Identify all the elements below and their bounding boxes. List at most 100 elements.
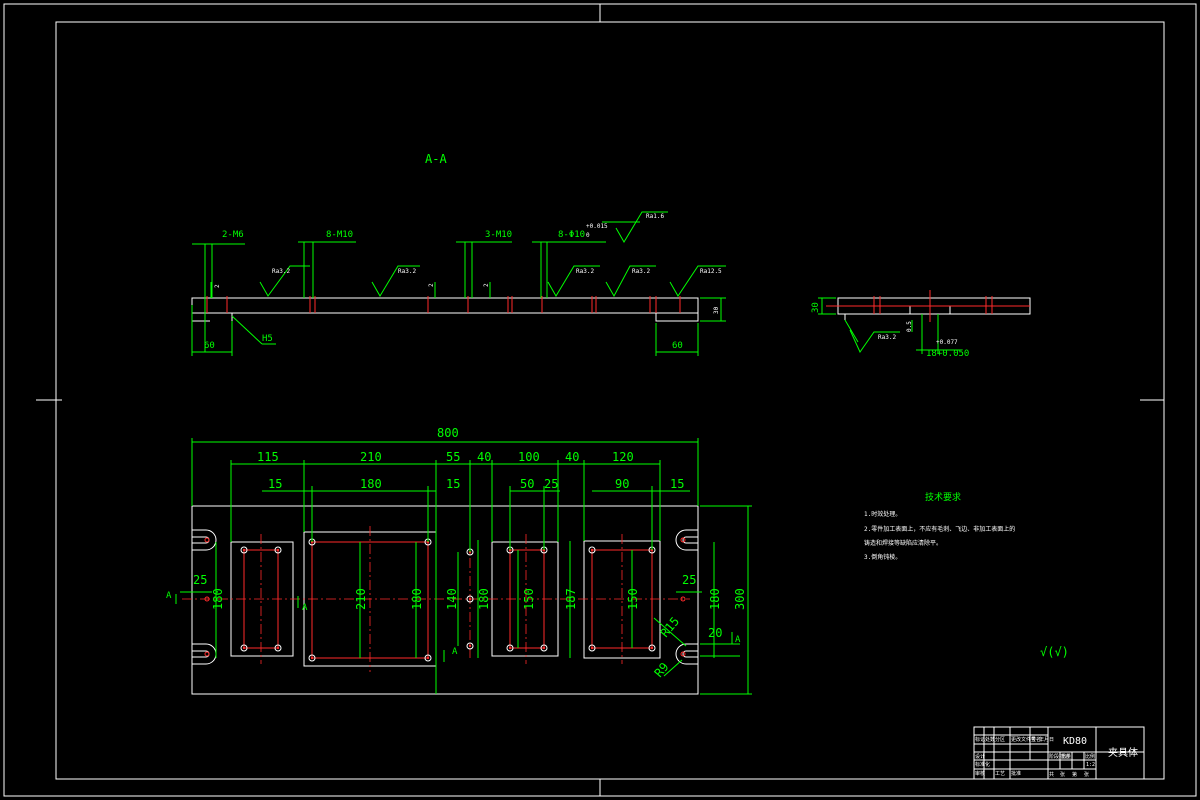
dim-top-4: 100	[518, 450, 540, 464]
plan-view	[182, 505, 699, 695]
technical-notes: 技术要求 1.时效处理。 2.零件加工表面上，不应有毛刺、飞边、非加工表面上的 …	[864, 491, 1015, 561]
hole-15	[588, 546, 596, 554]
dim-2m6: 2-M6	[222, 230, 244, 240]
ra-6: Ra12.5	[700, 268, 722, 275]
hole-6	[308, 654, 316, 662]
notes-title: 技术要求	[925, 491, 961, 503]
title-label-6: 设计	[975, 753, 985, 760]
dim-8m10: 8-M10	[326, 230, 353, 240]
dim-right-60: 60	[672, 341, 683, 351]
dim-h-5: 150	[522, 588, 536, 610]
title-label-7: 标准化	[975, 761, 990, 768]
depth-2b: 2	[428, 283, 435, 287]
hole-7	[424, 654, 432, 662]
dim-h-0: 180	[211, 588, 225, 610]
side-small-dim: 0.5	[906, 321, 913, 332]
dim-h5: H5	[262, 334, 273, 344]
dim-h-7: 150	[626, 588, 640, 610]
hole-center-1	[276, 548, 280, 552]
side-tol-top: +0.077	[936, 339, 958, 346]
plate-outline	[191, 505, 699, 695]
side-dim-30: 30	[811, 302, 821, 313]
hole-center-10	[468, 644, 472, 648]
ra-3: Ra3.2	[398, 268, 416, 275]
section-mark-a1: A	[166, 591, 172, 601]
hole-group	[204, 537, 686, 662]
note-line-3: 铸造和焊接等缺陷应清除平。	[864, 539, 942, 547]
ra-5: Ra3.2	[632, 268, 650, 275]
dim-left-60: 60	[204, 341, 215, 351]
note-line-2: 2.零件加工表面上，不应有毛刺、飞边、非加工表面上的	[864, 525, 1015, 533]
hole-center-18	[650, 646, 654, 650]
dim-top-2: 55	[446, 450, 460, 464]
side-ra: Ra3.2	[878, 334, 896, 341]
title-label-14: 共	[1049, 771, 1054, 778]
dim-2nd-6: 15	[670, 477, 684, 491]
note-line-1: 1.时效处理。	[864, 510, 901, 518]
dim-h-2: 180	[410, 588, 424, 610]
hole-center-2	[242, 646, 246, 650]
dim-right-20: 20	[708, 626, 722, 640]
plan-dimension-lines	[175, 438, 752, 695]
dim-h-4: 180	[477, 588, 491, 610]
hole-center-13	[508, 646, 512, 650]
dim-thick-30: 30	[713, 306, 720, 314]
dim-h-6: 187	[564, 588, 578, 610]
hole-center-3	[276, 646, 280, 650]
hole-10	[466, 642, 474, 650]
ra-1: Ra1.6	[646, 213, 664, 220]
title-label-8: 审核	[975, 770, 985, 777]
dim-top-6: 120	[612, 450, 634, 464]
hole-22	[204, 651, 210, 657]
title-label-0: 标记	[975, 736, 985, 743]
title-label-3: 更改文件号	[1011, 736, 1036, 743]
title-label-5: 年月日	[1039, 736, 1054, 743]
title-label-9: 工艺	[995, 771, 1005, 777]
hole-center-7	[426, 656, 430, 660]
dim-h-8: 180	[708, 588, 722, 610]
hole-2	[240, 644, 248, 652]
hole-9	[466, 595, 474, 603]
side-view	[818, 290, 1031, 354]
side-tol-bottom: 18+0.050	[926, 349, 969, 359]
hole-24	[680, 651, 686, 657]
hole-center-6	[310, 656, 314, 660]
hole-1	[274, 546, 282, 554]
ra-2: Ra3.2	[272, 268, 290, 275]
dim-h-9: 300	[733, 588, 747, 610]
dim-2nd-2: 15	[446, 477, 460, 491]
hole-19	[204, 596, 210, 602]
sheet-border	[3, 3, 1197, 797]
title-label-1: 处数	[985, 736, 995, 743]
dim-right-25: 25	[682, 573, 696, 587]
dim-top-1: 210	[360, 450, 382, 464]
hole-center-9	[468, 597, 472, 601]
dim-2nd-5: 90	[615, 477, 629, 491]
hole-18	[648, 644, 656, 652]
hole-center-17	[590, 646, 594, 650]
note-line-4: 3.倒角钝棱。	[864, 553, 901, 561]
hole-21	[204, 537, 210, 543]
section-mark-a2: A	[302, 603, 308, 613]
title-label-2: 分区	[995, 736, 1005, 743]
dim-r15: R15	[658, 614, 683, 640]
section-view	[191, 211, 726, 356]
dim-2nd-1: 180	[360, 477, 382, 491]
title-label-12: 重量	[1061, 753, 1071, 760]
hole-23	[680, 537, 686, 543]
section-body	[191, 297, 699, 314]
dim-tol-bot: 0	[586, 232, 590, 239]
hole-center-14	[542, 646, 546, 650]
dim-left-25: 25	[193, 573, 207, 587]
section-mark-a3: A	[452, 647, 458, 657]
dim-3m10: 3-M10	[485, 230, 512, 240]
section-label: A-A	[425, 152, 447, 166]
title-label-18: 1:2	[1086, 762, 1095, 768]
depth-2c: 2	[483, 283, 490, 287]
hole-13	[506, 644, 514, 652]
title-label-11: 阶段标记	[1049, 753, 1069, 760]
hole-14	[540, 644, 548, 652]
dim-top-5: 40	[565, 450, 579, 464]
title-block	[973, 726, 1145, 780]
